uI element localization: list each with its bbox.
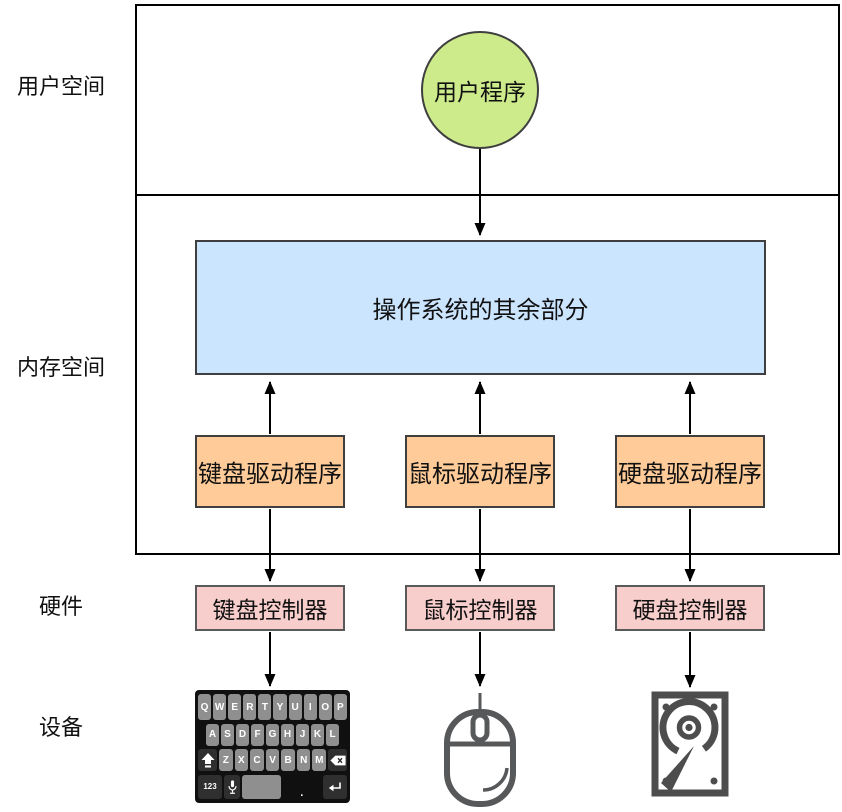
node-mouse-driver: 鼠标驱动程序	[405, 435, 555, 508]
user-kernel-divider-line	[135, 194, 840, 196]
keyboard-key-a: A	[206, 723, 219, 746]
keyboard-key-s: S	[221, 723, 234, 746]
keyboard-key-123: 123	[198, 774, 222, 799]
node-keyboard-driver: 键盘驱动程序	[195, 435, 345, 508]
node-keyboard-controller: 键盘控制器	[195, 585, 345, 631]
return-key-icon	[323, 774, 347, 799]
node-keyboard-driver-label: 键盘驱动程序	[198, 461, 342, 488]
keyboard-key-c: C	[250, 749, 264, 772]
space-key	[242, 774, 281, 799]
keyboard-key-f: F	[251, 723, 264, 746]
keyboard-key-y: Y	[273, 694, 287, 720]
keyboard-key-x: X	[234, 749, 249, 772]
node-disk-driver: 硬盘驱动程序	[615, 435, 765, 508]
keyboard-key-m: M	[312, 749, 327, 772]
keyboard-key-e: E	[228, 694, 242, 720]
node-keyboard-controller-label: 键盘控制器	[212, 597, 328, 623]
keyboard-key-l: L	[326, 723, 339, 746]
keyboard-key-w: W	[213, 694, 227, 720]
keyboard-key-j: J	[296, 723, 309, 746]
node-mouse-driver-label: 鼠标驱动程序	[408, 461, 552, 488]
layer-label-memory-space: 内存空间	[16, 355, 105, 380]
keyboard-key-g: G	[266, 723, 279, 746]
node-os-rest-label: 操作系统的其余部分	[372, 297, 589, 324]
layer-label-hardware: 硬件	[38, 594, 83, 619]
keyboard-key-v: V	[265, 749, 280, 772]
node-os-rest: 操作系统的其余部分	[195, 240, 766, 375]
layer-label-user-space: 用户空间	[16, 74, 105, 99]
keyboard-key-o: O	[318, 694, 332, 720]
backspace-key-icon	[328, 749, 347, 772]
layer-label-devices: 设备	[38, 715, 83, 740]
keyboard-key-d: D	[236, 723, 249, 746]
keyboard-row-4: 123 .	[198, 774, 347, 799]
keyboard-key-h: H	[281, 723, 294, 746]
keyboard-key-u: U	[288, 694, 302, 720]
period-key: .	[300, 786, 304, 799]
node-disk-driver-label: 硬盘驱动程序	[618, 461, 762, 488]
node-user-program-label: 用户程序	[434, 79, 526, 105]
keyboard-key-z: Z	[219, 749, 233, 772]
keyboard-key-n: N	[296, 749, 311, 772]
node-mouse-controller: 鼠标控制器	[405, 585, 555, 631]
node-disk-controller-label: 硬盘控制器	[632, 597, 748, 623]
system-boundary-box	[135, 4, 840, 555]
node-disk-controller: 硬盘控制器	[615, 585, 765, 631]
keyboard-key-q: Q	[198, 694, 212, 720]
keyboard-key-p: P	[333, 694, 347, 720]
keyboard-key-i: I	[303, 694, 317, 720]
keyboard-key-r: R	[243, 694, 257, 720]
mic-key-icon	[224, 774, 240, 799]
keyboard-key-b: B	[281, 749, 295, 772]
keyboard-key-k: K	[311, 723, 324, 746]
mouse-icon	[444, 693, 516, 807]
shift-key-icon	[198, 749, 217, 772]
node-mouse-controller-label: 鼠标控制器	[422, 597, 538, 623]
node-user-program: 用户程序	[421, 31, 539, 149]
hard-disk-icon	[651, 691, 729, 797]
keyboard-key-t: T	[258, 694, 272, 720]
